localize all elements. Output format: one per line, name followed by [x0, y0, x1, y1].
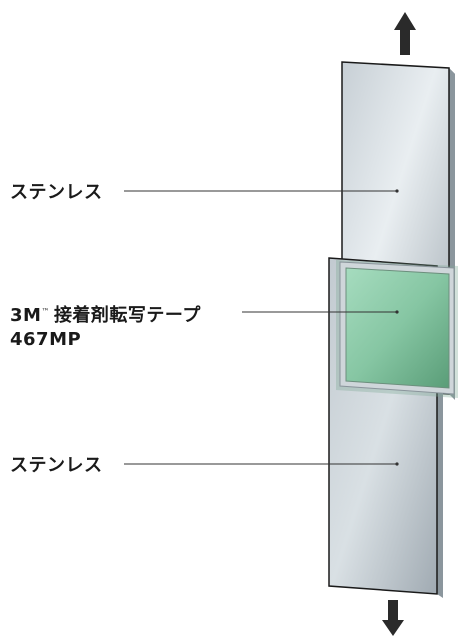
tape-name: 接着剤転写テープ: [53, 305, 201, 326]
arrow-up-icon: [394, 12, 416, 55]
arrow-down-icon: [382, 600, 404, 636]
label-bottom-stainless: ステンレス: [10, 455, 103, 476]
tape-product-code: 467MP: [10, 329, 82, 350]
leader-dots: [395, 189, 399, 466]
tape-brand: 3M: [10, 305, 42, 326]
adhesive-tape-layer: [336, 260, 458, 398]
trademark-symbol: ™: [41, 307, 50, 316]
leader-lines: [124, 190, 396, 465]
label-top-stainless: ステンレス: [10, 182, 103, 203]
